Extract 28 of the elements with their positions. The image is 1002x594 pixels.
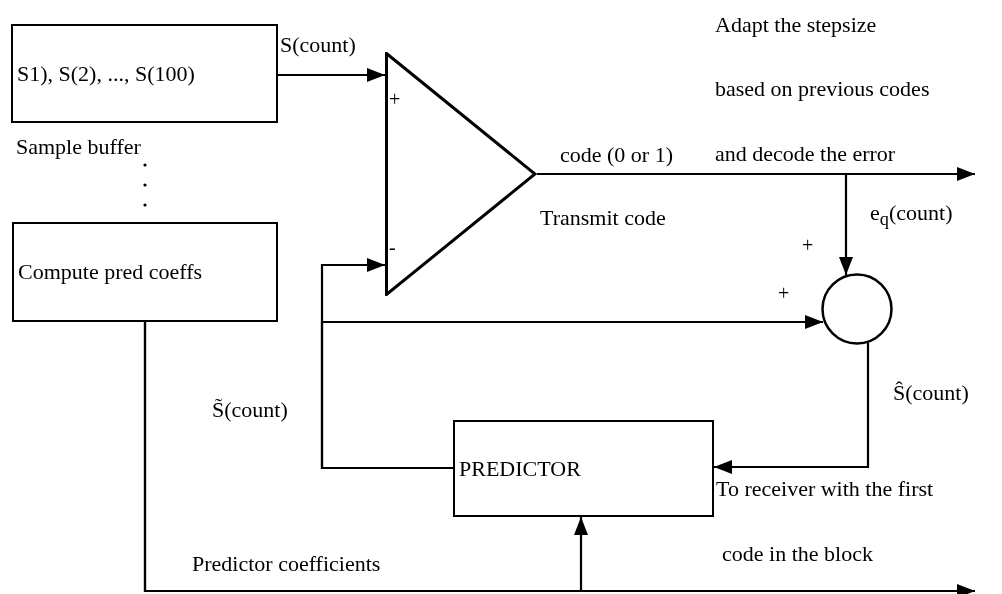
arrow bbox=[143, 322, 975, 594]
edge-label: code (0 or 1) bbox=[560, 142, 673, 168]
edge-label: S̃(count) bbox=[212, 397, 288, 423]
note-text: and decode the error bbox=[715, 141, 896, 167]
note-text: based on previous codes bbox=[715, 76, 930, 102]
sign-label: + bbox=[389, 87, 401, 112]
sign-label: - bbox=[389, 235, 396, 260]
edge-label: S(count) bbox=[280, 32, 356, 58]
sign-label: + bbox=[802, 233, 814, 258]
node-label: Sample buffer bbox=[16, 134, 141, 160]
edge-label: Predictor coefficients bbox=[192, 551, 381, 577]
node-label: Compute pred coeffs bbox=[18, 259, 204, 285]
arrow bbox=[320, 315, 823, 470]
process-box bbox=[12, 222, 278, 322]
edge-label: Ŝ(count) bbox=[893, 380, 969, 406]
arrow bbox=[278, 68, 385, 82]
edge-label: e$_{q}$(count) bbox=[870, 200, 953, 232]
note-text: To receiver with the first bbox=[716, 476, 934, 502]
note-text: Adapt the stepsize bbox=[715, 12, 877, 38]
node-label: Transmit code bbox=[540, 205, 666, 231]
node-label: PREDICTOR bbox=[459, 455, 582, 482]
node-label: S1), S(2), ..., S(100) bbox=[17, 60, 196, 87]
predictor-box bbox=[453, 420, 714, 517]
sign-label: + bbox=[778, 281, 790, 306]
summing-junction-circle bbox=[821, 273, 893, 345]
arrow bbox=[714, 343, 870, 474]
note-text: code in the block bbox=[722, 541, 873, 567]
arrow bbox=[537, 172, 853, 275]
